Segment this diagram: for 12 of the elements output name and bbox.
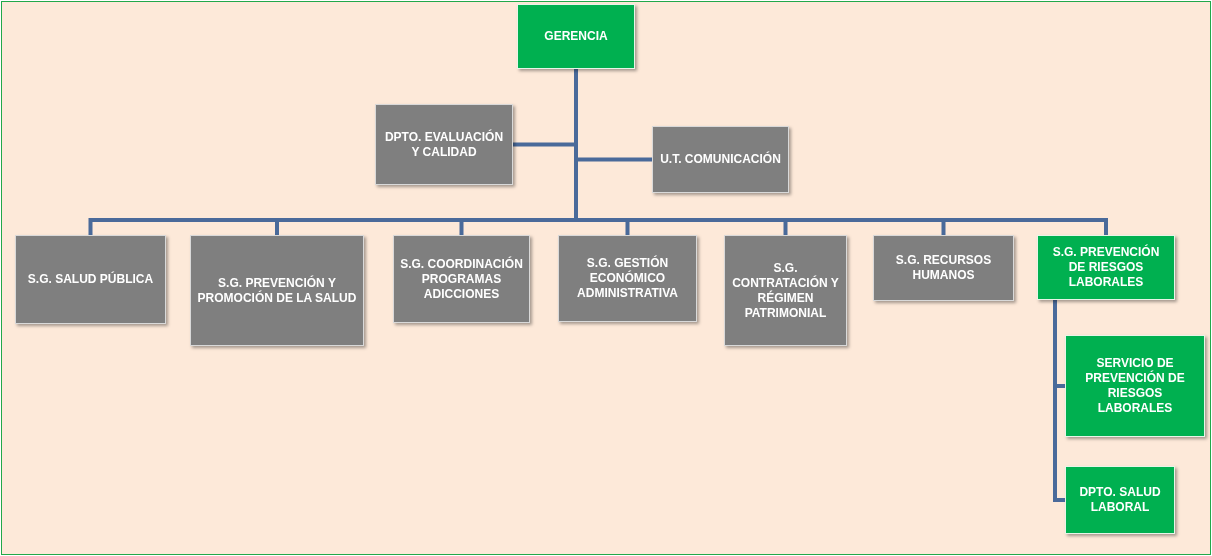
org-unit-box: S.G. RECURSOS HUMANOS: [873, 235, 1014, 301]
org-unit-box: S.G. PREVENCIÓN Y PROMOCIÓN DE LA SALUD: [190, 235, 364, 346]
org-unit-box: S.G. CONTRATACIÓN Y RÉGIMEN PATRIMONIAL: [724, 235, 847, 346]
org-unit-box: DPTO. SALUD LABORAL: [1065, 466, 1175, 534]
org-unit-box: GERENCIA: [517, 4, 635, 69]
org-unit-box: S.G. GESTIÓN ECONÓMICO ADMINISTRATIVA: [558, 235, 697, 322]
org-unit-box: S.G. PREVENCIÓN DE RIESGOS LABORALES: [1037, 235, 1175, 300]
org-unit-box: S.G. COORDINACIÓN PROGRAMAS ADICCIONES: [393, 235, 530, 323]
org-unit-box: SERVICIO DE PREVENCIÓN DE RIESGOS LABORALES: [1065, 335, 1205, 437]
org-unit-box: DPTO. EVALUACIÓN Y CALIDAD: [375, 104, 513, 185]
org-unit-box: S.G. SALUD PÚBLICA: [15, 235, 166, 324]
org-unit-box: U.T. COMUNICACIÓN: [652, 126, 789, 193]
